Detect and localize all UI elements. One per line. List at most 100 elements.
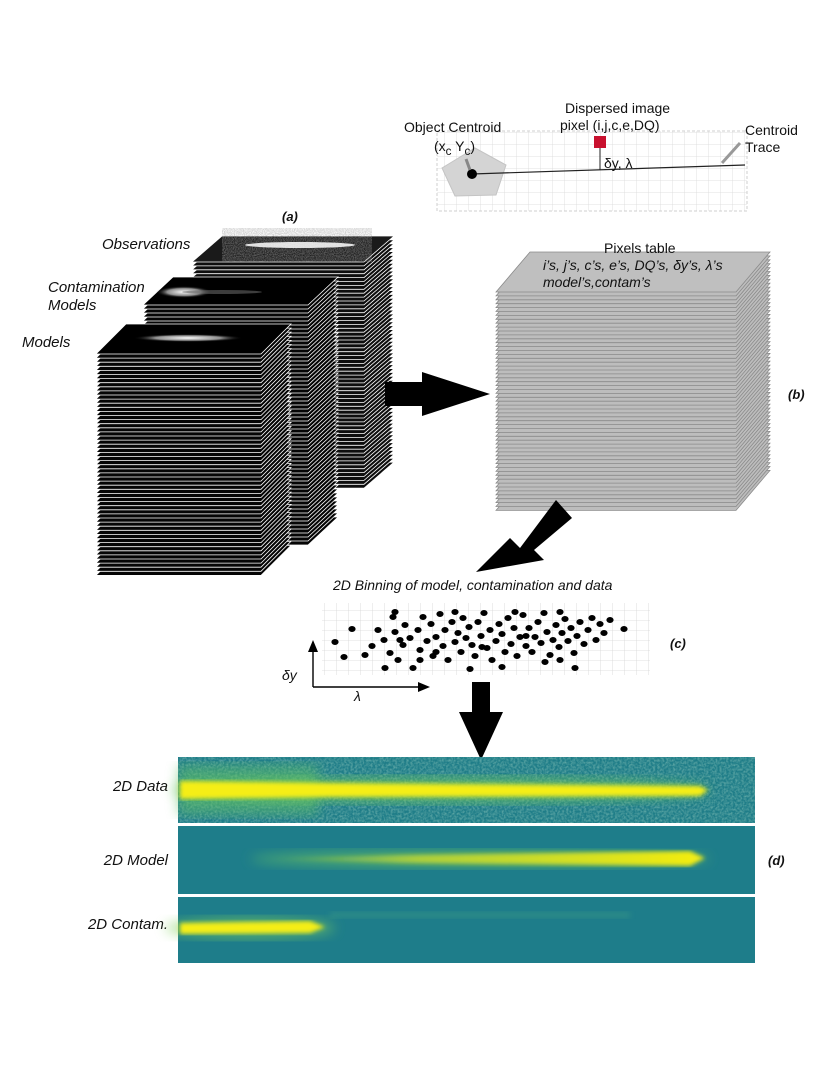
binned-pixel-dot xyxy=(439,643,447,649)
strip-divider-2 xyxy=(178,894,755,897)
binned-pixel-dot xyxy=(486,627,494,633)
pixels-table-row1: i’s, j’s, c’s, e’s, DQ’s, δy’s, λ’s xyxy=(543,257,723,273)
centroid-trace-panel xyxy=(436,130,748,212)
observation-streak xyxy=(245,242,355,248)
binned-pixel-dot xyxy=(564,638,572,644)
panel-c-tag: (c) xyxy=(670,636,686,651)
binned-pixel-dot xyxy=(368,643,376,649)
binned-pixel-dot xyxy=(522,643,530,649)
contamination-tail xyxy=(182,290,262,294)
binned-pixel-dot xyxy=(389,614,397,620)
model-streak xyxy=(133,334,243,342)
binned-pixel-dot xyxy=(381,665,389,671)
binned-pixel-dot xyxy=(340,654,348,660)
binned-pixel-dot xyxy=(396,637,404,643)
binned-pixel-dot xyxy=(522,633,530,639)
binned-pixel-dot xyxy=(510,625,518,631)
binned-pixel-dot xyxy=(419,614,427,620)
binned-pixel-dot xyxy=(474,619,482,625)
pixels-table-top-face xyxy=(495,251,771,293)
dispersed-label-2: pixel (i,j,c,e,DQ) xyxy=(560,117,660,133)
panel-a-tag: (a) xyxy=(282,209,298,224)
binned-pixel-dot xyxy=(567,625,575,631)
binned-pixel-dot xyxy=(331,639,339,645)
binned-pixel-dot xyxy=(468,642,476,648)
binned-pixel-dot xyxy=(580,641,588,647)
binned-pixel-dot xyxy=(492,638,500,644)
binned-pixel-dot xyxy=(556,657,564,663)
y-axis-arrow xyxy=(308,640,318,652)
coords-close: ) xyxy=(470,138,475,154)
binned-pixel-dot xyxy=(525,625,533,631)
binned-pixel-dot xyxy=(552,622,560,628)
x-axis-arrow xyxy=(418,682,430,692)
centroid-trace-label-1: Centroid xyxy=(745,122,798,138)
binned-pixel-dot xyxy=(466,666,474,672)
binned-pixel-dot xyxy=(516,634,524,640)
binned-pixel-dot xyxy=(436,611,444,617)
binned-pixel-dot xyxy=(423,638,431,644)
contam-strip-label: 2D Contam. xyxy=(87,916,168,933)
centroid-trace-label-2: Trace xyxy=(745,139,781,155)
dispersed-pixel xyxy=(594,136,606,148)
binned-pixel-dot xyxy=(504,615,512,621)
model-strip xyxy=(178,826,755,894)
binned-pixel-dot xyxy=(549,637,557,643)
binned-pixel-dot xyxy=(576,619,584,625)
observations-label: Observations xyxy=(102,236,191,253)
models-label: Models xyxy=(22,334,71,351)
panel-c-binning xyxy=(308,500,650,760)
binned-pixel-dot xyxy=(584,627,592,633)
binned-pixel-dot xyxy=(606,617,614,623)
binned-pixel-dot xyxy=(528,649,536,655)
xc-sub: c xyxy=(445,144,452,158)
binned-pixel-dot xyxy=(511,609,519,615)
binned-pixel-dot xyxy=(531,634,539,640)
binned-pixel-dot xyxy=(391,609,399,615)
binned-pixel-dot xyxy=(570,650,578,656)
binned-pixel-dot xyxy=(451,609,459,615)
binned-pixel-dot xyxy=(432,634,440,640)
y-axis-label: δy xyxy=(282,667,297,683)
binned-pixel-dot xyxy=(558,630,566,636)
trace-line xyxy=(471,164,746,175)
trace-pointer xyxy=(720,141,742,165)
binned-pixel-dot xyxy=(592,637,600,643)
pixels-table-row2: model’s,contam’s xyxy=(543,274,651,290)
binned-pixel-dot xyxy=(409,665,417,671)
arrow-b-to-c xyxy=(476,500,572,572)
coords-open: (x xyxy=(434,138,446,154)
binned-pixel-dot xyxy=(546,652,554,658)
binned-pixels xyxy=(331,609,628,672)
contamination-label-2: Models xyxy=(48,297,97,314)
binned-pixel-dot xyxy=(427,621,435,627)
binned-pixel-dot xyxy=(620,626,628,632)
binned-pixel-dot xyxy=(432,649,440,655)
binned-pixel-dot xyxy=(537,640,545,646)
binned-pixel-dot xyxy=(444,657,452,663)
dy-lambda-label: δy, λ xyxy=(604,155,633,171)
arrow-c-to-d xyxy=(459,682,503,760)
binned-pixel-dot xyxy=(441,627,449,633)
binned-pixel-dot xyxy=(477,633,485,639)
binned-pixel-dot xyxy=(454,630,462,636)
panel-a-stacks xyxy=(95,228,396,576)
binned-pixel-dot xyxy=(416,647,424,653)
binned-pixel-dot xyxy=(501,649,509,655)
dispersed-label-1: Dispersed image xyxy=(565,100,671,116)
binned-pixel-dot xyxy=(573,633,581,639)
arrow-a-to-b xyxy=(385,372,490,416)
binned-pixel-dot xyxy=(448,619,456,625)
centroid-coords: (xc Yc) xyxy=(434,138,475,158)
binned-pixel-dot xyxy=(519,612,527,618)
contam-strip xyxy=(165,897,755,963)
binned-pixel-dot xyxy=(488,657,496,663)
binned-pixel-dot xyxy=(596,621,604,627)
model-strip-label: 2D Model xyxy=(103,852,168,869)
pixels-table-stack xyxy=(495,251,771,511)
binned-pixel-dot xyxy=(457,649,465,655)
binned-pixel-dot xyxy=(462,635,470,641)
object-centroid-label: Object Centroid xyxy=(404,119,502,135)
binned-pixel-dot xyxy=(556,609,564,615)
binned-pixel-dot xyxy=(465,624,473,630)
